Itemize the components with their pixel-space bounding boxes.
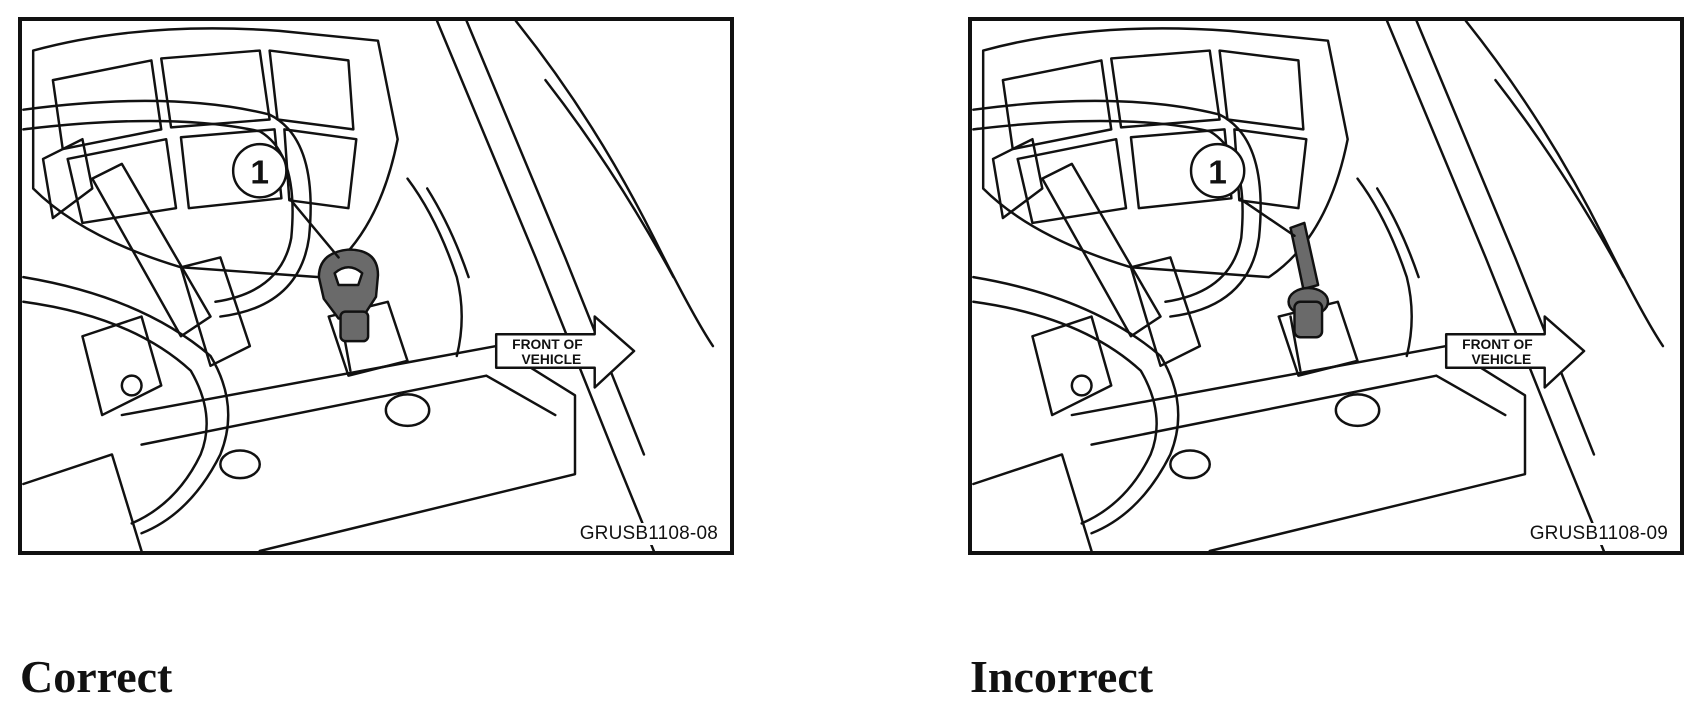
intake-grid — [31, 27, 399, 279]
callout-circle — [1189, 142, 1246, 199]
plug-not-seated — [1287, 221, 1330, 339]
figure-code: GRUSB1108-08 — [577, 523, 720, 545]
callout-circle — [231, 142, 288, 199]
fender-panel — [406, 21, 715, 551]
arrow-label-line1: FRONT OF — [1462, 337, 1532, 352]
intake-grid — [981, 27, 1349, 279]
arrow-label-line2: VEHICLE — [1471, 352, 1531, 367]
rod-assembly — [41, 137, 252, 417]
frame-member — [972, 344, 1527, 551]
frame-member — [22, 344, 577, 551]
caption-correct: Correct — [20, 651, 173, 702]
figure-incorrect: 1 FRONT OF VEHICLE GRUSB1108-09 — [968, 17, 1684, 555]
plug-seated — [317, 248, 380, 343]
arrow-label-line1: FRONT OF — [512, 337, 582, 352]
fender-panel — [1356, 21, 1665, 551]
hose — [22, 99, 312, 535]
engine-illustration-incorrect: 1 FRONT OF VEHICLE — [972, 21, 1665, 551]
engine-illustration-correct: 1 FRONT OF VEHICLE — [22, 21, 715, 551]
callout-number: 1 — [250, 155, 269, 192]
front-arrow — [1444, 315, 1586, 389]
callout-leader — [1238, 197, 1296, 237]
callout-number: 1 — [1208, 155, 1227, 192]
rod-assembly — [991, 137, 1202, 417]
figure-correct: 1 FRONT OF VEHICLE GRUSB1108-08 — [18, 17, 734, 555]
arrow-label-line2: VEHICLE — [521, 352, 581, 367]
front-arrow — [494, 315, 636, 389]
callout-leader — [288, 197, 340, 259]
figure-code: GRUSB1108-09 — [1527, 523, 1670, 545]
caption-incorrect: Incorrect — [970, 651, 1154, 702]
